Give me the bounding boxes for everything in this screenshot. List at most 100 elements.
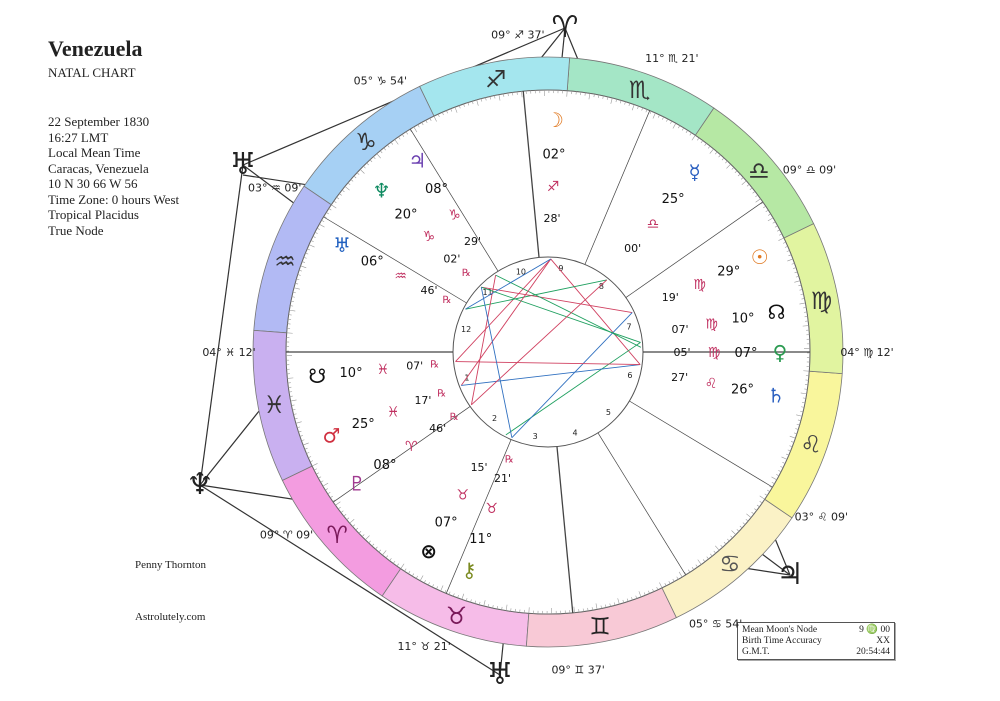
taurus-glyph-icon: ♉: [446, 602, 468, 630]
pluto-glyph-icon: ♇: [348, 472, 366, 496]
saturn-sign: ♌: [705, 376, 718, 392]
uranus-retrograde: ℞: [442, 295, 451, 306]
pluto-retrograde: ℞: [450, 412, 459, 423]
aspect-line-square: [455, 258, 552, 362]
north-node-degree: 10°: [732, 311, 755, 326]
jupiter-sign: ♑: [448, 208, 461, 224]
scorpio-glyph-icon: ♏: [629, 76, 651, 104]
house-number: 10: [516, 267, 526, 276]
moon-sign: ♐: [547, 179, 560, 195]
house-number: 6: [627, 371, 632, 380]
aspect-line-square: [460, 258, 552, 386]
leo-glyph-icon: ♌: [800, 431, 822, 459]
house-cusp-label: 03° ♒ 09': [248, 181, 301, 194]
house-number: 2: [492, 414, 497, 423]
mars-glyph-icon: ♂: [323, 423, 341, 447]
info-row: Birth Time Accuracy XX: [742, 636, 890, 647]
time-zone: Time Zone: 0 hours West: [48, 191, 180, 207]
moon-minutes: 28': [544, 212, 561, 225]
jupiter-degree: 08°: [425, 182, 448, 197]
saturn-degree: 26°: [731, 382, 754, 397]
aspect-line-square: [470, 275, 497, 405]
jupiter-minutes: 29': [464, 235, 481, 248]
aries-glyph-icon: ♈: [326, 521, 348, 549]
neptune-degree: 20°: [394, 208, 417, 223]
south-node-degree: 10°: [340, 366, 363, 381]
house-cusp-label: 05° ♑ 54': [354, 75, 407, 88]
uranus-sign: ♒: [394, 268, 407, 284]
uranus-degree: 06°: [361, 254, 384, 269]
house-cusp-label: 05° ♋ 54': [689, 617, 742, 630]
aspect-line-square: [471, 279, 608, 406]
venus-glyph-icon: ♀: [773, 340, 788, 364]
house-cusp-label: 11° ♏ 21': [645, 52, 698, 65]
part-of-fortune-glyph-icon: ⊗: [420, 539, 437, 563]
mercury-sign: ♎: [647, 216, 660, 232]
north-node-glyph-icon: ☊: [768, 300, 786, 324]
house-cusp-label: 04° ♍ 12': [840, 346, 893, 359]
mercury-degree: 25°: [662, 192, 685, 207]
sagittarius-glyph-icon: ♐: [485, 65, 507, 93]
author-credit: Penny Thornton: [135, 559, 206, 571]
house-cusp-line: [323, 216, 467, 304]
birth-time: 16:27 LMT: [48, 129, 109, 145]
info-value: XX: [876, 636, 890, 646]
neptune-minutes: 02': [443, 252, 460, 265]
pluto-minutes: 46': [429, 422, 446, 435]
aspect-line-sextile: [480, 287, 513, 438]
part-of-fortune-sign: ♉: [456, 487, 469, 503]
saturn-minutes: 27': [671, 371, 688, 384]
star-line: [199, 484, 501, 676]
sun-glyph-icon: ☉: [751, 245, 769, 269]
house-number: 9: [558, 264, 563, 273]
aries-top-icon: ♈: [552, 10, 579, 45]
info-label: Mean Moon's Node: [742, 625, 818, 635]
house-number: 8: [599, 282, 604, 291]
info-label: Birth Time Accuracy: [742, 636, 822, 646]
house-cusp-label: 09° ♊ 37': [551, 664, 604, 677]
mars-minutes: 17': [414, 394, 431, 407]
star-line: [199, 164, 244, 486]
virgo-glyph-icon: ♍: [811, 287, 833, 315]
south-node-glyph-icon: ☋: [308, 364, 326, 388]
chiron-retrograde: ℞: [505, 455, 514, 466]
house-cusp-line: [629, 400, 773, 488]
aquarius-glyph-icon: ♒: [274, 247, 296, 275]
uranus-left-icon: ♅: [230, 147, 257, 182]
house-number: 3: [533, 432, 538, 441]
moon-degree: 02°: [542, 148, 565, 163]
birth-date: 22 September 1830: [48, 114, 150, 129]
uranus-glyph-icon: ♅: [333, 233, 351, 257]
house-cusp-line: [597, 432, 686, 576]
cancer-glyph-icon: ♋: [719, 550, 741, 578]
house-cusp-line: [333, 406, 471, 503]
part-of-fortune-minutes: 15': [471, 461, 488, 474]
neptune-sign: ♑: [423, 229, 436, 245]
venus-degree: 07°: [734, 346, 757, 361]
house-cusp-label: 04° ♓ 12': [202, 346, 255, 359]
time-type: Local Mean Time: [48, 145, 141, 160]
house-cusp-label: 03° ♌ 09': [795, 511, 848, 524]
aspect-line-sextile: [511, 312, 633, 439]
aspect-line-trine: [465, 279, 607, 310]
house-number: 4: [573, 429, 578, 438]
house-number: 12: [461, 325, 471, 334]
capricorn-glyph-icon: ♑: [355, 128, 377, 156]
mercury-minutes: 00': [624, 242, 641, 255]
neptune-left-icon: ♆: [187, 467, 214, 502]
moon-glyph-icon: ☽: [546, 108, 564, 132]
mars-retrograde: ℞: [437, 389, 446, 400]
aspect-line-trine: [495, 274, 642, 348]
jupiter-right-icon: ♃: [777, 557, 804, 592]
aspect-line-square: [455, 361, 641, 365]
coordinates: 10 N 30 66 W 56: [48, 176, 138, 191]
mars-sign: ♓: [387, 405, 400, 421]
birth-place: Caracas, Venezuela: [48, 160, 149, 176]
neptune-glyph-icon: ♆: [373, 178, 391, 202]
sun-degree: 29°: [717, 265, 740, 280]
house-cusp-label: 09° ♈ 09': [260, 529, 313, 542]
mercury-glyph-icon: ☿: [688, 160, 700, 184]
venus-minutes: 05': [673, 346, 690, 359]
south-node-minutes: 07': [406, 360, 423, 373]
